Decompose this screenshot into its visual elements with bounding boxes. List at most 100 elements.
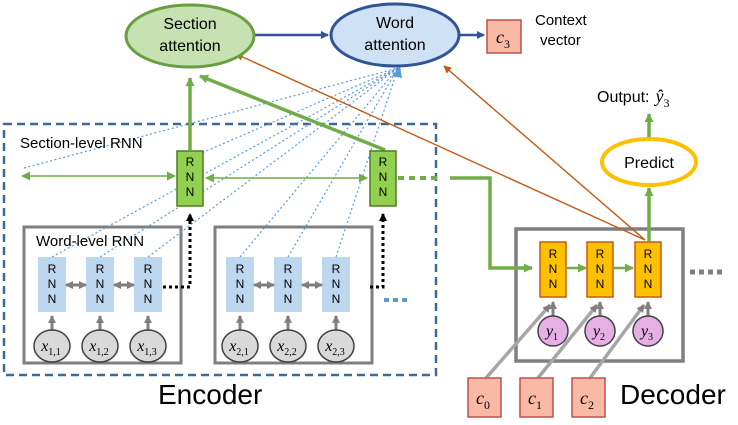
svg-text:c2: c2 [580,388,594,412]
rnn-letter: N [48,292,57,306]
svg-text:x2,1: x2,1 [228,338,249,358]
rnn-letter-n2: N [186,185,195,199]
output-label: Output:ŷ3 [597,86,669,110]
input-var: x [40,338,48,355]
encoder-input-circle: x2,3 [317,329,355,363]
word-attention-label-2: attention [364,37,425,54]
encoder-input-circle: x1,1 [33,329,71,363]
input-var: x [88,338,96,355]
rnn-letter: N [332,292,341,306]
input-sub: 1,1 [48,347,61,358]
encoder-input-circle: x2,1 [221,329,259,363]
decoder-input-circle: y1 [537,301,569,347]
rnn-letter: N [596,262,605,276]
section-attention-label-1: Section [163,16,216,33]
word-attention-dotted-lines [23,67,399,258]
c0-sub: 0 [484,398,490,412]
word-rnn-cell: RNN [38,257,66,331]
rnn-letter: N [284,292,293,306]
y-var: y [544,323,554,340]
rnn-letter-n1: N [379,170,388,184]
input-var: x [228,338,236,355]
rnn-letter: N [96,277,105,291]
context-vector-c3: c3 [486,19,522,54]
output-sub: 3 [663,96,669,110]
rnn-letter-n1: N [186,170,195,184]
word-level-box-1 [22,225,183,365]
output-var: ŷ [653,86,663,106]
rnn-letter: N [644,262,653,276]
context-cell-c1: c1 [519,377,554,418]
encoder-label: Encoder [158,379,262,410]
c2-to-decoder-arrow [588,303,646,380]
c1-sub: 1 [536,398,542,412]
section-attention-label-2: attention [159,38,220,55]
svg-text:c0: c0 [476,388,490,412]
svg-text:c3: c3 [496,27,510,51]
rnn-letter: R [96,262,105,276]
decoder-input-circle: y2 [584,301,616,347]
word-attention-label-1: Word [376,15,414,32]
word-attention-node: Word attention [329,2,461,68]
c1-to-decoder-arrow [536,303,599,380]
rnn-letter: R [48,262,57,276]
input-var: x [136,338,144,355]
input-var: x [324,338,332,355]
rnn-letter: N [236,292,245,306]
rnn-letter: N [549,262,558,276]
rnn-letter: N [644,277,653,291]
c2-var: c [580,388,588,408]
rnn-letter-r: R [379,155,388,169]
svg-text:x2,3: x2,3 [324,338,345,358]
svg-text:y3: y3 [639,323,653,343]
context-cell-c0: c0 [467,377,502,418]
word-level-box-2 [213,225,374,365]
word-rnn-cell: RNN [322,257,350,331]
context-cell-c2: c2 [571,377,606,418]
section-rnn-cell-2: R N N [369,150,397,207]
svg-text:c1: c1 [528,388,542,412]
green-arrow-section-rnn2-to-attention [199,74,386,152]
word-rnn-cell: RNN [134,257,162,331]
encoder-to-decoder-arrow [450,176,533,273]
predict-node: Predict [600,137,698,187]
encoder-dashed-box [2,122,438,377]
svg-text:x1,1: x1,1 [40,338,61,358]
svg-text:x2,2: x2,2 [276,338,297,358]
rnn-letter: N [48,277,57,291]
section-level-rnn-label: Section-level RNN [20,135,143,152]
rnn-letter: N [144,277,153,291]
section-attention-node: Section attention [124,3,256,69]
input-sub: 2,3 [332,347,345,358]
word-rnn-cell: RNN [86,257,114,331]
predict-label: Predict [624,155,674,172]
brown-line-to-section-attention [235,53,646,241]
decoder-input-circle: y3 [632,301,664,347]
section-rnn-cell-1: R N N [176,150,204,207]
input-sub: 1,3 [144,347,157,358]
word-rnn-cell: RNN [274,257,302,331]
rnn-letter: R [644,247,653,261]
y-sub: 1 [553,332,558,343]
word-rnn-cell: RNN [226,257,254,331]
input-sub: 2,1 [236,347,249,358]
decoder-rnn-cell: RNN [539,241,567,298]
input-var: x [276,338,284,355]
context-c3-var: c [496,27,504,47]
context-vector-label-1: Context [535,12,588,29]
output-prefix: Output: [597,89,649,106]
rnn-letter: N [236,277,245,291]
rnn-letter: R [549,247,558,261]
encoder-input-circle: x1,2 [81,329,119,363]
decoder-box [514,227,685,363]
decoder-label: Decoder [620,379,726,410]
decoder-rnn-cell: RNN [586,241,614,298]
word-to-section-dotted-arrow-2 [370,213,387,289]
c0-to-decoder-arrow [484,303,552,380]
encoder-input-circle: x1,3 [129,329,167,363]
c0-var: c [476,388,484,408]
c2-sub: 2 [588,398,594,412]
c1-var: c [528,388,536,408]
y-var: y [591,323,601,340]
encoder-input-circle: x2,2 [269,329,307,363]
